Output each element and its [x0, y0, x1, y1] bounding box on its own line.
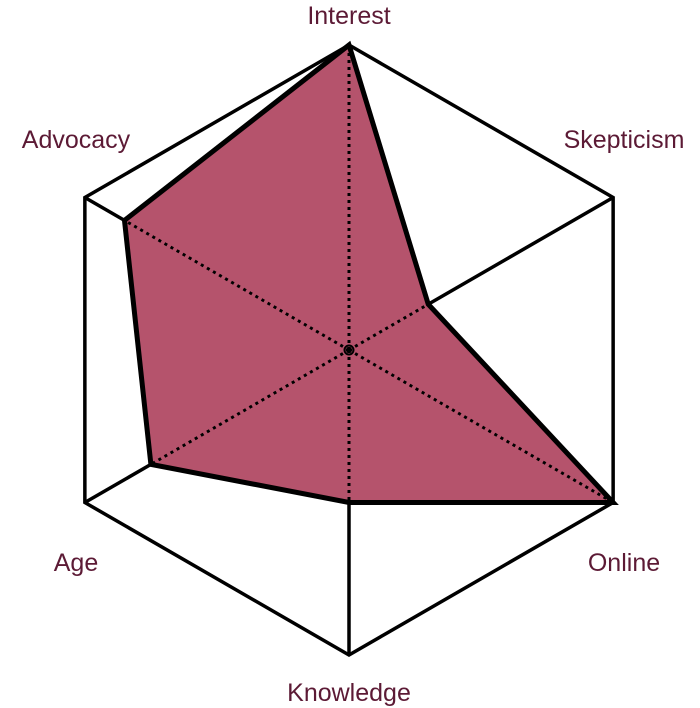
axis-label-advocacy: Advocacy	[22, 126, 131, 154]
spoke-outer-age	[83, 462, 152, 505]
axis-label-skepticism: Skepticism	[564, 126, 685, 154]
spoke-inner-skepticism	[348, 302, 429, 352]
center-point	[343, 344, 355, 356]
inner-spokes	[123, 45, 614, 504]
spoke-outer-skepticism	[427, 195, 615, 306]
axis-label-online: Online	[588, 549, 660, 577]
radar-grid	[83, 42, 615, 658]
axis-label-interest: Interest	[307, 2, 390, 30]
spoke-inner-advocacy	[123, 219, 350, 352]
data-polygon	[121, 40, 619, 505]
spoke-inner-online	[348, 348, 614, 504]
spoke-inner-age	[150, 348, 350, 466]
spoke-outer-advocacy	[83, 195, 126, 222]
axis-label-knowledge: Knowledge	[287, 679, 411, 707]
axis-label-age: Age	[54, 549, 98, 577]
